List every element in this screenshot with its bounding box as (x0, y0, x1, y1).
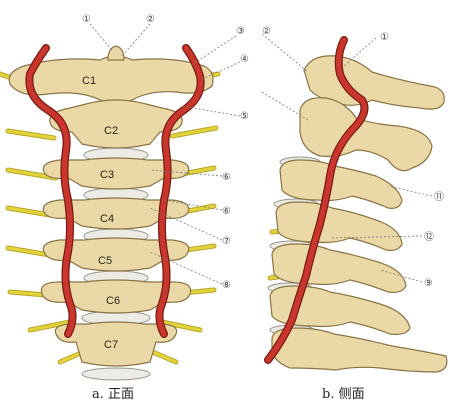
label-c6: C6 (106, 295, 120, 307)
callout-side-2: ② (262, 26, 271, 37)
front-view: C1 C2 C3 C4 C5 C6 C7 (0, 44, 221, 381)
dens (107, 45, 125, 61)
vertebra-c6 (40, 279, 192, 314)
callout-front-6b: ⑥ (222, 206, 231, 217)
caption-side: b. 侧面 (322, 387, 365, 402)
front-vertebral-arteries (25, 44, 205, 338)
vertebra-c2 (49, 99, 183, 149)
side-vertebrae (269, 55, 448, 373)
callout-side-1: ① (380, 32, 389, 43)
label-c2: C2 (104, 125, 118, 137)
callout-side-12: ⑫ (424, 231, 434, 243)
vertebra-c3 (42, 157, 190, 190)
callout-front-8: ⑧ (222, 280, 231, 291)
side-c7 (271, 327, 448, 373)
disc-c7-t1 (81, 367, 151, 381)
callout-front-6a: ⑥ (222, 172, 231, 183)
side-c4 (275, 201, 403, 251)
vertebra-c4 (42, 197, 190, 230)
callout-front-7: ⑦ (222, 236, 231, 247)
vertebra-c1 (8, 55, 214, 104)
label-c7: C7 (104, 339, 118, 351)
label-c5: C5 (98, 255, 112, 267)
vertebra-c7 (54, 321, 178, 367)
callout-side-9: ⑨ (424, 278, 433, 289)
vertebral-artery-lateral (265, 37, 368, 363)
callout-front-1: ① (82, 14, 91, 25)
callout-side-11: ⑪ (434, 191, 444, 203)
label-c1: C1 (82, 75, 96, 87)
vertebra-labels: C1 C2 C3 C4 C5 C6 C7 (82, 75, 120, 351)
callout-numbers: ① ② ③ ④ ⑤ ⑥ ⑥ ⑦ ⑧ ① ② ⑪ ⑫ ⑨ (82, 14, 444, 291)
vertebra-c5 (42, 237, 190, 272)
leader-lines (89, 23, 433, 285)
callout-front-5: ⑤ (240, 111, 249, 122)
front-vertebrae (8, 45, 214, 367)
callout-front-3: ③ (236, 26, 245, 37)
side-vertebral-artery (264, 36, 369, 364)
callout-front-4: ④ (240, 54, 249, 65)
label-c3: C3 (100, 169, 114, 181)
side-view (264, 36, 448, 373)
side-c6 (269, 285, 411, 335)
callout-front-2: ② (146, 14, 155, 25)
caption-front: a. 正面 (92, 387, 134, 402)
label-c4: C4 (100, 213, 114, 225)
